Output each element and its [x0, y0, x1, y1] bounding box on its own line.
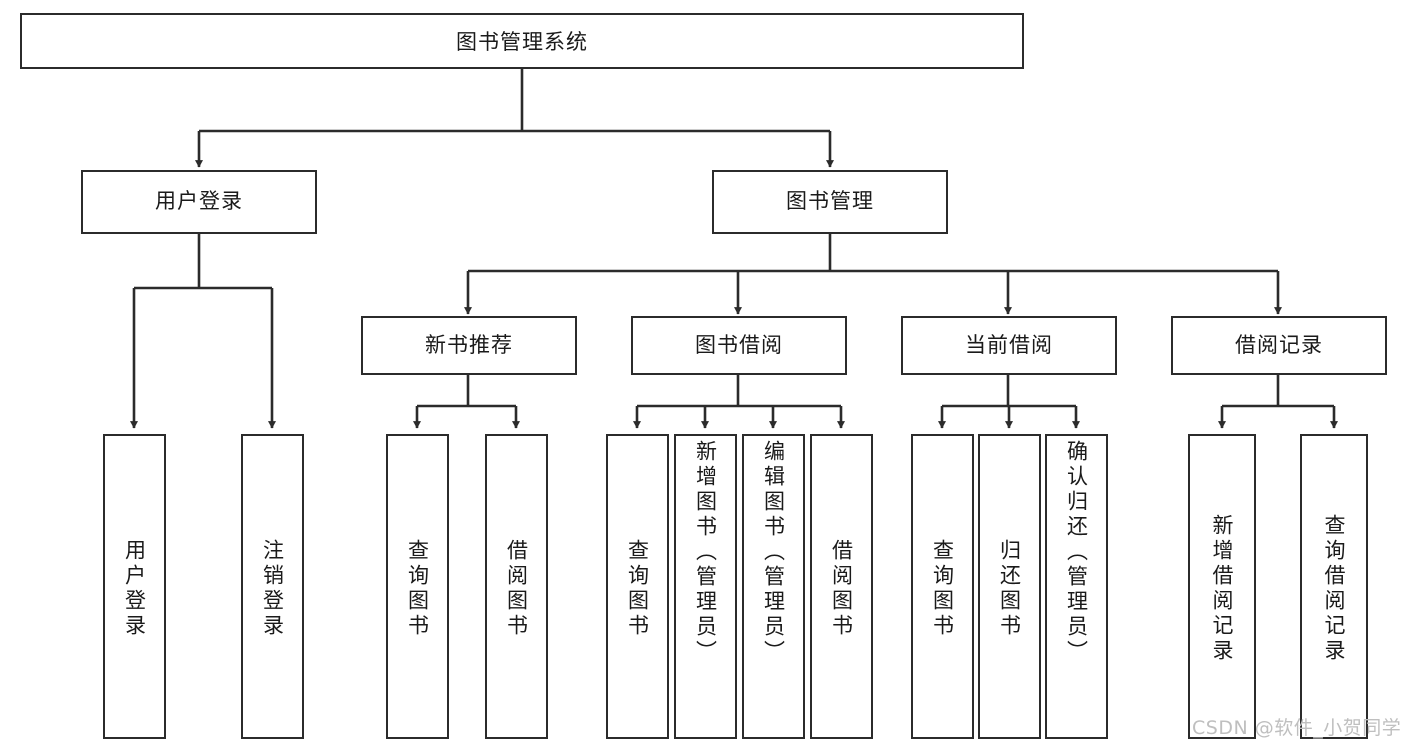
node-label: 图书管理: [786, 189, 874, 214]
node-root-system[interactable]: 图书管理系统: [20, 13, 1024, 69]
node-label: 编辑图书（管理员）: [761, 440, 786, 665]
node-label: 新增图书（管理员）: [693, 440, 718, 665]
node-current-borrow[interactable]: 当前借阅: [901, 316, 1117, 375]
leaf-new-book-borrow[interactable]: 借阅图书: [485, 434, 548, 739]
node-label: 当前借阅: [965, 332, 1053, 357]
leaf-record-query-record[interactable]: 查询借阅记录: [1300, 434, 1368, 739]
node-book-borrow[interactable]: 图书借阅: [631, 316, 847, 375]
node-borrow-record[interactable]: 借阅记录: [1171, 316, 1387, 375]
node-label: 归还图书: [997, 538, 1022, 639]
node-label: 图书管理系统: [456, 30, 588, 54]
node-label: 确认归还（管理员）: [1064, 440, 1089, 665]
node-label: 用户登录: [122, 538, 147, 639]
leaf-borrow-edit-book-admin[interactable]: 编辑图书（管理员）: [742, 434, 805, 739]
node-book-management[interactable]: 图书管理: [712, 170, 948, 234]
node-label: 查询图书: [625, 538, 650, 639]
leaf-borrow-add-book-admin[interactable]: 新增图书（管理员）: [674, 434, 737, 739]
node-user-login[interactable]: 用户登录: [81, 170, 317, 234]
leaf-user-login-login[interactable]: 用户登录: [103, 434, 166, 739]
leaf-current-confirm-return-admin[interactable]: 确认归还（管理员）: [1045, 434, 1108, 739]
node-label: 借阅记录: [1235, 332, 1323, 357]
node-label: 查询图书: [930, 538, 955, 639]
node-label: 图书借阅: [695, 332, 783, 357]
leaf-new-book-query[interactable]: 查询图书: [386, 434, 449, 739]
leaf-borrow-query-book[interactable]: 查询图书: [606, 434, 669, 739]
node-label: 查询借阅记录: [1322, 513, 1347, 664]
node-label: 借阅图书: [829, 538, 854, 639]
node-label: 注销登录: [260, 538, 285, 639]
leaf-current-query-book[interactable]: 查询图书: [911, 434, 974, 739]
leaf-user-login-logout[interactable]: 注销登录: [241, 434, 304, 739]
node-new-book-recommend[interactable]: 新书推荐: [361, 316, 577, 375]
node-label: 借阅图书: [504, 538, 529, 639]
node-label: 用户登录: [155, 189, 243, 214]
csdn-watermark: CSDN @软件_小贺同学: [1192, 717, 1402, 739]
node-label: 新增借阅记录: [1210, 513, 1235, 664]
node-label: 查询图书: [405, 538, 430, 639]
leaf-record-add-record[interactable]: 新增借阅记录: [1188, 434, 1256, 739]
node-label: 新书推荐: [425, 332, 513, 357]
leaf-borrow-borrow-book[interactable]: 借阅图书: [810, 434, 873, 739]
leaf-current-return-book[interactable]: 归还图书: [978, 434, 1041, 739]
